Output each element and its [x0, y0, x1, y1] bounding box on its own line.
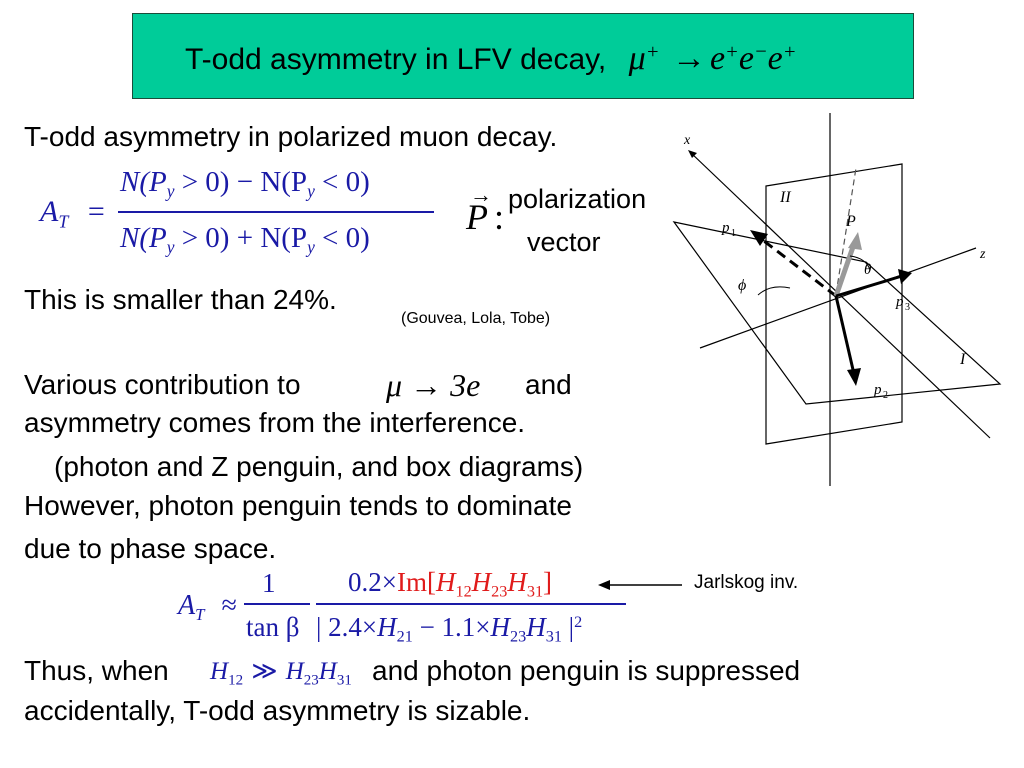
- eq2-den2: | 2.4×H21 − 1.1×H23H31 |2: [316, 612, 583, 646]
- para-line3: (photon and Z penguin, and box diagrams): [54, 451, 584, 482]
- polarization-vector: [833, 243, 857, 297]
- para-line5: due to phase space.: [24, 533, 277, 564]
- svg-text:1: 1: [731, 228, 736, 239]
- slide-title: T-odd asymmetry in LFV decay, μ+ →e+e−e+: [185, 40, 797, 78]
- eq2-bar1: [244, 603, 310, 605]
- mu-to-3e-formula: μ → 3e: [386, 367, 481, 403]
- eq2-num1: 1: [262, 568, 276, 598]
- smaller-text: This is smaller than 24%.: [24, 284, 337, 315]
- jarlskog-arrow-icon: [598, 580, 682, 590]
- p2-vector: [834, 295, 856, 375]
- x-axis-label: x: [683, 133, 691, 148]
- eq2-lhs: AT ≈: [178, 590, 237, 624]
- polarization-label: polarization: [508, 184, 647, 214]
- eq2-bar2: [316, 603, 626, 605]
- svg-text:2: 2: [883, 390, 888, 401]
- para-line1-and: and: [525, 369, 572, 400]
- plane-I: [672, 221, 1002, 405]
- svg-text:p: p: [721, 220, 730, 236]
- eq1-fraction-bar: [118, 211, 434, 213]
- plane-II: [765, 163, 903, 445]
- jarlskog-label: Jarlskog inv.: [694, 572, 799, 593]
- para-line1: Various contribution to: [24, 369, 301, 400]
- conclusion-line2: accidentally, T-odd asymmetry is sizable…: [24, 695, 531, 726]
- phi-label: ϕ: [738, 277, 746, 294]
- z-axis-label: z: [979, 247, 986, 262]
- svg-text:p: p: [895, 294, 904, 310]
- p2-label: p 2: [873, 382, 888, 401]
- title-banner: T-odd asymmetry in LFV decay, μ+ →e+e−e+: [132, 13, 914, 99]
- eq1-denominator: N(Py > 0) + N(Py < 0): [120, 222, 370, 258]
- svg-text:p: p: [873, 382, 882, 398]
- eq2-den1: tan β: [246, 612, 300, 642]
- p3-label: p 3: [895, 294, 910, 313]
- theta-label: θ: [864, 262, 872, 278]
- p1-vector: [759, 236, 837, 298]
- title-formula: μ+ →e+e−e+: [628, 40, 797, 77]
- vector-arrow-icon: →: [470, 182, 492, 207]
- h-inequality-formula: H12 ≫ H23H31: [210, 658, 352, 689]
- decay-geometry-diagram: x z II I p 1 p 3 p 2 P ϕ θ: [672, 113, 1002, 486]
- P-label: P: [845, 213, 856, 230]
- conclusion-line1-b: and photon penguin is suppressed: [372, 655, 801, 686]
- eq1-lhs: AT =: [40, 195, 105, 232]
- conclusion-line1-a: Thus, when: [24, 655, 169, 686]
- vector-label: vector: [527, 227, 601, 257]
- p3-vector: [835, 274, 903, 298]
- citation: (Gouvea, Lola, Tobe): [401, 310, 551, 327]
- intro-text: T-odd asymmetry in polarized muon decay.: [24, 121, 558, 152]
- para-line4: However, photon penguin tends to dominat…: [24, 490, 572, 521]
- svg-text:3: 3: [905, 302, 910, 313]
- eq2-num2: 0.2×Im[H12H23H31]: [348, 567, 553, 601]
- eq1-numerator: N(Py > 0) − N(Py < 0): [120, 166, 370, 202]
- plane-I-label: I: [959, 351, 966, 368]
- plane-II-label: II: [779, 189, 791, 206]
- p1-label: p 1: [721, 220, 736, 239]
- polarization-symbol: → P :: [466, 182, 505, 237]
- title-text: T-odd asymmetry in LFV decay,: [185, 43, 607, 76]
- para-line2: asymmetry comes from the interference.: [24, 407, 526, 438]
